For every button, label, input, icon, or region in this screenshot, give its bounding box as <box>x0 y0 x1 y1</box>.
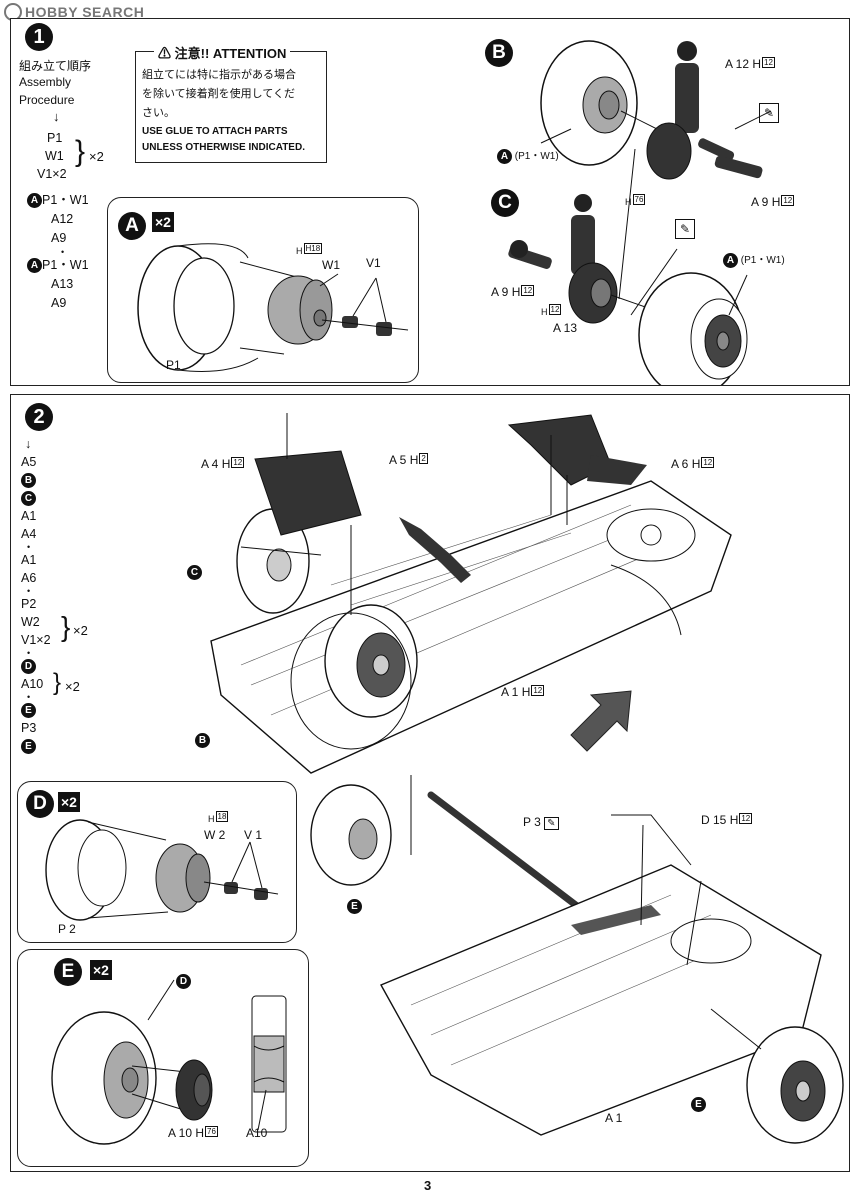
circle-d-icon: D <box>176 974 191 989</box>
part-label-a1-lower: A 1 <box>605 1111 623 1125</box>
page-number: 3 <box>424 1178 432 1193</box>
chassis-drawing <box>210 413 844 1144</box>
circle-a-icon: A <box>497 148 512 164</box>
subassembly-b-label: B <box>485 39 513 67</box>
sequence-list: P1 W1 V1×2 <box>37 129 67 183</box>
circle-a-icon: A <box>27 258 42 274</box>
part-label-w2: W 2 <box>204 828 226 842</box>
brace-icon: } <box>61 611 71 642</box>
step2-panel: 2 ↓ A5 B C A1 A4 • A1 A6 • P2 W2 V1×2 • … <box>10 394 850 1172</box>
wheel-d-drawing <box>45 819 279 921</box>
circle-b-icon: B <box>195 733 210 748</box>
part-label-p3: P 3 ✎ <box>523 815 559 830</box>
wheel-e-drawing <box>51 979 287 1145</box>
step2-sequence: ↓ A5 B C A1 A4 • A1 A6 • P2 W2 V1×2 • D … <box>21 437 51 755</box>
glue-icon: ✎ <box>544 817 559 830</box>
seq-item: P1 <box>47 131 63 145</box>
seq-item: W1 <box>45 149 64 163</box>
assembly-order-en1: Assembly <box>19 75 72 89</box>
part-label-p1: P1 <box>166 358 181 372</box>
circle-b-icon: B <box>21 473 36 489</box>
circle-e-icon: E <box>21 739 36 755</box>
attention-box: ⚠ 注意!! ATTENTION 組立てには特に指示がある場合 を除いて接着剤を… <box>135 43 327 163</box>
part-label-a13: A 13 <box>553 321 578 335</box>
multiplier-badge: ×2 <box>58 792 80 812</box>
times-label: ×2 <box>73 623 88 638</box>
circle-c-icon: C <box>21 491 36 507</box>
subassembly-bc-drawing <box>508 40 772 385</box>
circle-e-icon: E <box>21 703 36 719</box>
subassembly-d-label: D <box>26 790 54 818</box>
multiplier-badge: ×2 <box>90 960 112 980</box>
part-label-v1: V1 <box>366 256 381 270</box>
circle-a-icon: A <box>27 193 42 209</box>
assembly-order-en2: Procedure <box>19 93 75 107</box>
circle-e-icon: E <box>691 1097 706 1112</box>
part-label-v1: V 1 <box>244 828 263 842</box>
assembly-order-jp: 組み立て順序 <box>19 59 92 73</box>
glue-icon: ✎ <box>675 219 695 239</box>
step-number-2: 2 <box>25 403 53 431</box>
subassembly-e-label: E <box>54 958 82 986</box>
times-label: ×2 <box>65 679 80 694</box>
ref-label-c: A (P1・W1) <box>723 251 785 268</box>
seq-item: V1×2 <box>37 167 67 181</box>
times-label: ×2 <box>89 149 104 164</box>
part-label-a10b: A10 <box>246 1126 268 1140</box>
wheel-assembly-drawing <box>137 243 409 372</box>
warning-icon: ⚠ <box>158 46 172 61</box>
multiplier-badge: ×2 <box>152 212 174 232</box>
ref-label-b: A (P1・W1) <box>497 147 559 164</box>
step-number-1: 1 <box>25 23 53 51</box>
step1-panel: 1 組み立て順序 Assembly Procedure ↓ P1 W1 V1×2… <box>10 18 850 386</box>
subassembly-c-label: C <box>491 189 519 217</box>
brace-icon: } <box>75 135 86 168</box>
down-arrow-icon: ↓ <box>25 437 32 451</box>
circle-a-icon: A <box>723 252 738 268</box>
down-arrow-icon: ↓ <box>53 109 60 124</box>
part-label-w1: W1 <box>322 258 340 272</box>
part-label-p2: P 2 <box>58 922 76 936</box>
circle-d-icon: D <box>21 659 36 675</box>
glue-icon: ✎ <box>759 103 779 123</box>
subassembly-a-label: A <box>118 212 146 240</box>
circle-e-icon: E <box>347 899 362 914</box>
brace-icon: } <box>53 669 62 696</box>
attention-title: ⚠ 注意!! ATTENTION <box>154 43 291 62</box>
circle-c-icon: C <box>187 565 202 580</box>
